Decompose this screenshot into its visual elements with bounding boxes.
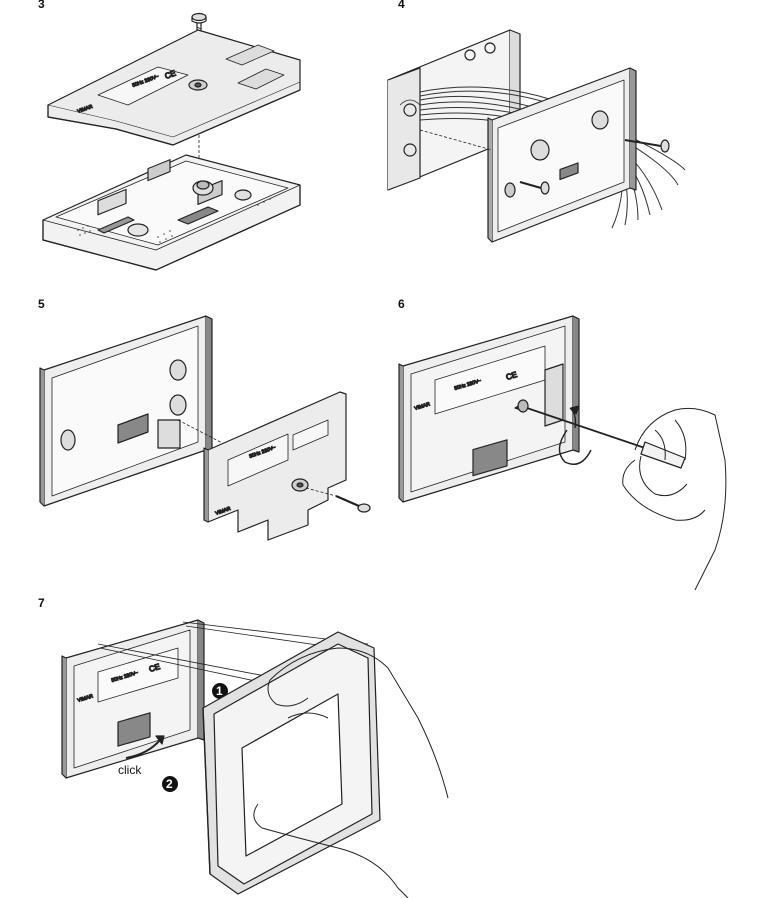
hand-illustration <box>253 647 449 898</box>
screw-icon <box>335 494 371 513</box>
step-number-6: 6 <box>398 297 405 311</box>
step-number-5: 5 <box>38 297 45 311</box>
step-5-illustration: VIMAR 50Hz 230V~ <box>38 310 378 541</box>
thermostat-base-housing <box>39 315 213 507</box>
step-number-7: 7 <box>38 596 45 610</box>
step-6-svg: VIMAR 50Hz 230V~ CE <box>398 315 727 591</box>
step-3-illustration: VIMAR 50Hz 230V~ CE <box>38 5 338 275</box>
step-badge-2: 2 <box>162 776 178 792</box>
click-label: click <box>118 763 142 777</box>
step-badge-1: 1 <box>212 683 228 699</box>
plate-brand: VIMAR <box>414 401 431 411</box>
step-6-illustration: VIMAR 50Hz 230V~ CE <box>395 310 735 595</box>
step-7-illustration: VIMAR 50Hz 230V~ CE click 1 2 <box>38 608 508 898</box>
pcb-dots <box>77 198 271 243</box>
rotate-arrow-icon <box>558 405 592 465</box>
wall-box <box>387 29 521 191</box>
thermostat-base-housing: VIMAR 50Hz 230V~ CE <box>398 315 580 503</box>
click-arrow-icon <box>125 735 165 759</box>
plate-ce: CE <box>505 370 518 382</box>
cover-ce: CE <box>164 69 178 81</box>
thermostat-base-housing <box>42 154 301 271</box>
screwdriver-icon <box>514 399 686 469</box>
back-cover-plate: VIMAR 50Hz 230V~ <box>203 391 347 541</box>
svg-text:1: 1 <box>216 684 223 698</box>
back-cover-plate: VIMAR 50Hz 230V~ CE <box>47 29 301 146</box>
screw-icon <box>624 139 670 153</box>
step-number-3: 3 <box>38 0 45 11</box>
step-number-4: 4 <box>398 0 405 11</box>
svg-text:2: 2 <box>166 777 173 791</box>
step-7-svg: VIMAR 50Hz 230V~ CE click 1 2 <box>61 619 449 898</box>
step-4-svg <box>387 29 686 243</box>
step-5-svg: VIMAR 50Hz 230V~ <box>39 315 371 541</box>
thermostat-front-unit <box>202 631 381 895</box>
screw-icon <box>519 181 550 195</box>
plate-ce: CE <box>148 662 161 674</box>
step-4-illustration <box>380 10 690 250</box>
plate-brand: VIMAR <box>77 693 94 703</box>
step-3-svg: VIMAR 50Hz 230V~ CE <box>42 12 301 271</box>
thermostat-base-housing <box>487 67 637 243</box>
thermostat-base-housing: VIMAR 50Hz 230V~ CE <box>61 619 205 779</box>
hand-illustration <box>622 407 727 591</box>
